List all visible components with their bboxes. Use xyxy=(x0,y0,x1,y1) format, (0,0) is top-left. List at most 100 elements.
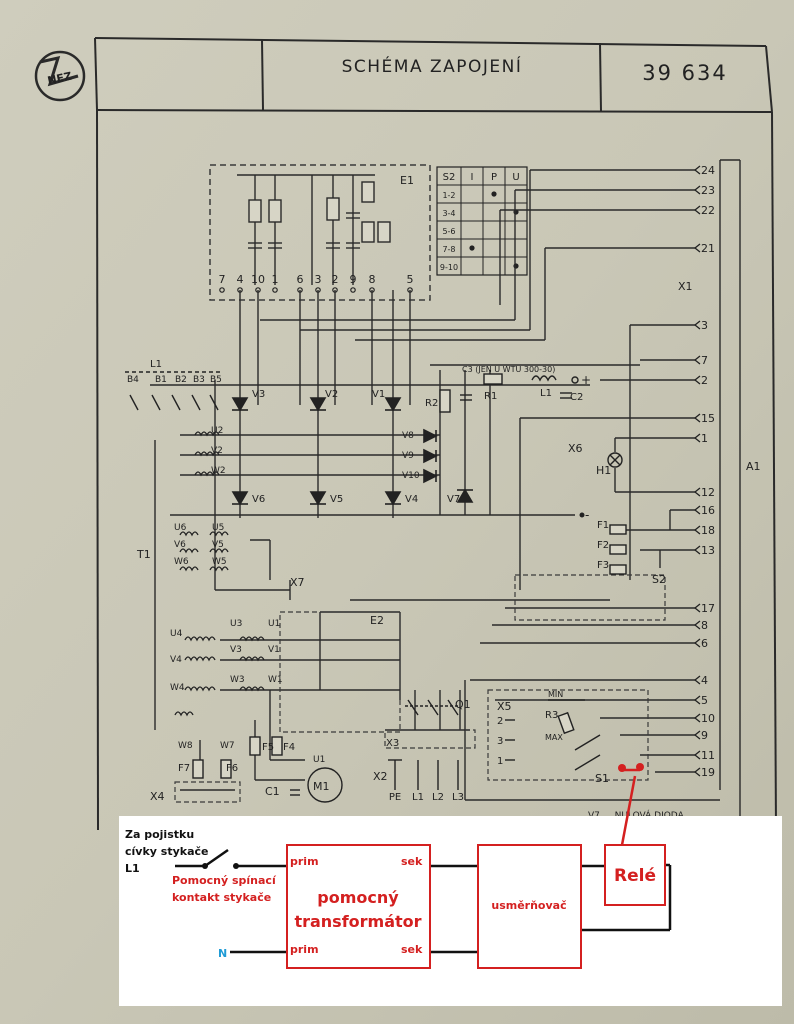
e1-label: E1 xyxy=(400,174,414,187)
x1-terminal-mark xyxy=(693,165,701,175)
t1-aux-label-r: W3 xyxy=(230,675,245,685)
contactor-contact-label: B4 xyxy=(127,375,139,385)
x5-pin-label: 1 xyxy=(497,756,503,767)
t1-lower-label-r: V5 xyxy=(212,540,224,550)
fuse-label: F1 xyxy=(597,520,609,531)
annotation-wiring xyxy=(175,848,672,954)
diode-label: V5 xyxy=(330,494,343,505)
dashed-blocks xyxy=(174,574,666,803)
s2-table-header: U xyxy=(512,172,519,183)
e2-label: E2 xyxy=(370,614,384,627)
fuse-label: F4 xyxy=(283,742,295,753)
relay-contact-a xyxy=(618,764,626,772)
t1-upper-label: U2 xyxy=(211,426,223,436)
t1-aux-label: U4 xyxy=(170,629,183,639)
s2-table-row-label: 7-8 xyxy=(442,245,455,254)
s2-table-row-label: 3-4 xyxy=(442,209,455,218)
x1-terminal-label: 22 xyxy=(701,204,715,217)
x1-terminal-label: 16 xyxy=(701,504,715,517)
q1-switch xyxy=(405,699,460,716)
s1-label: S1 xyxy=(595,772,609,785)
x7-label: X7 xyxy=(290,576,305,589)
motor-m1 xyxy=(290,767,343,803)
s2-table-header: I xyxy=(471,172,474,183)
x1-terminal-mark xyxy=(693,413,701,423)
contactor-contact-label: B5 xyxy=(210,375,222,385)
x1-terminal-label: 6 xyxy=(701,637,708,650)
t1-lower-label: W6 xyxy=(174,557,189,567)
minus-sign: - xyxy=(585,508,589,522)
fuse-label: F6 xyxy=(226,763,238,774)
prim-top: prim xyxy=(290,855,319,868)
x1-terminal-label: 21 xyxy=(701,242,715,255)
x1-terminal-label: 10 xyxy=(701,712,715,725)
diode-label: V4 xyxy=(405,494,418,505)
t1-aux-label-rr: U1 xyxy=(268,619,280,629)
plus-sign: + xyxy=(581,373,591,387)
annotation-boxes xyxy=(286,844,666,969)
e1-pin-label: 8 xyxy=(369,273,376,286)
s2-table-dot xyxy=(469,245,475,251)
t1-aux-label-rr: V1 xyxy=(268,645,280,655)
x2-pin-label: L2 xyxy=(432,792,444,803)
x1-terminal-mark xyxy=(693,487,701,497)
x6-label: X6 xyxy=(568,442,583,455)
aux-contact-left xyxy=(202,863,208,869)
e1-pin-label: 7 xyxy=(219,273,226,286)
x5-label: X5 xyxy=(497,700,512,713)
t1-lower-label: V6 xyxy=(174,540,186,550)
l1-label: L1 xyxy=(150,359,162,370)
x1-terminal-mark xyxy=(693,695,701,705)
annotation-panel xyxy=(119,816,782,1006)
s2-table-header: P xyxy=(491,172,497,183)
l1-choke-label: L1 xyxy=(540,388,552,399)
e1-pin xyxy=(272,287,278,293)
contactor-contact-label: B2 xyxy=(175,375,187,385)
aux-contact-line1: Pomocný spínací xyxy=(172,874,277,887)
x1-terminal-mark xyxy=(693,243,701,253)
x1-terminal-mark xyxy=(693,525,701,535)
t1-aux-label: V4 xyxy=(170,655,182,665)
w8-label: W8 xyxy=(178,741,193,751)
x1-terminal-label: 23 xyxy=(701,184,715,197)
c3-note: C3 (JEN U WTU 300-30) xyxy=(462,365,555,374)
x1-terminal-label: 11 xyxy=(701,749,715,762)
r3-label: R3 xyxy=(545,710,558,721)
t1-aux-label: W4 xyxy=(170,683,185,693)
x1-terminal-label: 12 xyxy=(701,486,715,499)
rectifier-label: usměrňovač xyxy=(491,899,566,912)
x1-terminal-mark xyxy=(693,545,701,555)
h1-label: H1 xyxy=(596,464,611,477)
w7-label: W7 xyxy=(220,741,235,751)
x1-terminal-label: 19 xyxy=(701,766,715,779)
s2-table-header: S2 xyxy=(443,172,456,183)
c1-label: C1 xyxy=(265,785,280,798)
t1-upper-coil xyxy=(194,431,220,437)
x1-terminal-label: 5 xyxy=(701,694,708,707)
r2-label: R2 xyxy=(425,398,438,409)
logo-text: NEZ xyxy=(46,70,73,88)
x1-terminal-mark xyxy=(693,205,701,215)
relay-label: Relé xyxy=(614,866,656,886)
fuse-note-line3: L1 xyxy=(125,862,140,875)
q1-label: Q1 xyxy=(455,698,471,711)
n-label: N xyxy=(218,947,227,960)
title: SCHÉMA ZAPOJENÍ xyxy=(342,55,523,77)
s2-table-row-label: 1-2 xyxy=(442,191,455,200)
relay-contact-b xyxy=(636,763,644,771)
t1-upper-coil xyxy=(194,451,220,457)
x1-terminal-mark xyxy=(693,603,701,613)
t1-aux-coil xyxy=(184,686,216,692)
t1-aux-coil xyxy=(184,656,216,662)
t1-aux-coil-r xyxy=(239,636,265,642)
t1-aux-coil-r xyxy=(239,686,265,692)
e1-pin-label: 1 xyxy=(272,273,279,286)
x5-pin-label: 3 xyxy=(497,736,503,747)
thyristor-label: V3 xyxy=(252,389,265,400)
x1-terminal-mark xyxy=(693,767,701,777)
t1-w8-coil xyxy=(174,711,194,717)
main-wiring xyxy=(150,159,741,830)
e1-pin xyxy=(219,287,225,293)
